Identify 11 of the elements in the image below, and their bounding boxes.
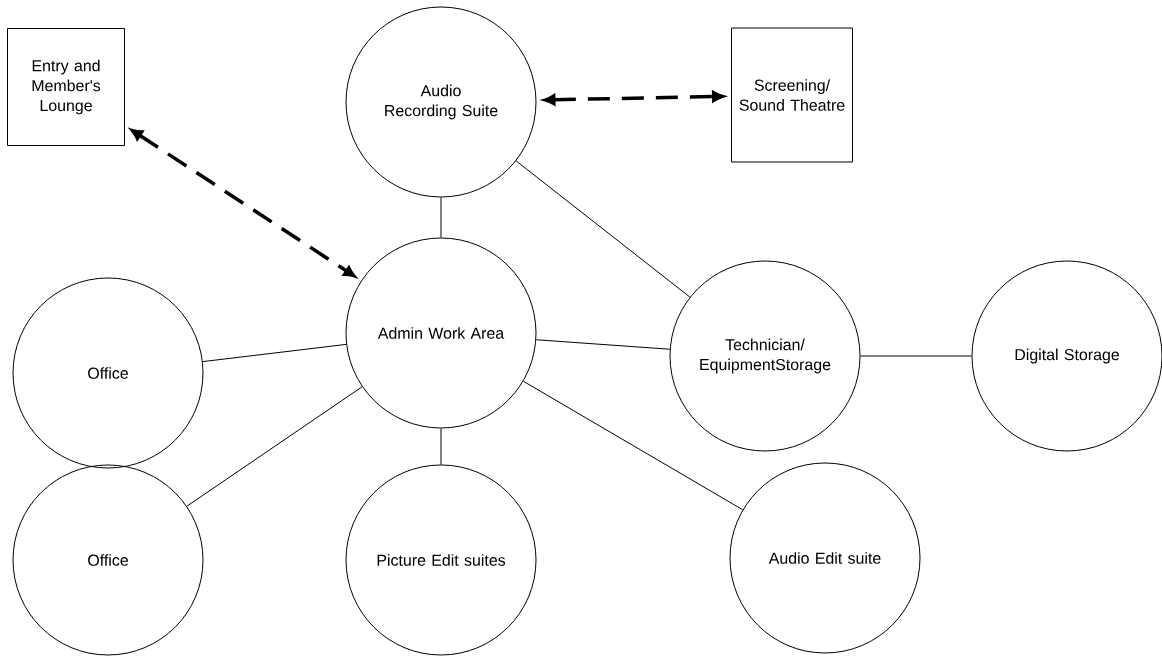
room-box: Entry and Member's Lounge: [7, 28, 125, 146]
connector-line: [186, 386, 363, 507]
connector-line: [440, 197, 442, 238]
dashed-arrow: [130, 128, 356, 278]
connector-line: [860, 355, 972, 357]
connector-line: [535, 339, 671, 350]
connector-line: [202, 343, 347, 363]
connector-line: [440, 428, 442, 465]
room-box: Screening/ Sound Theatre: [731, 27, 853, 163]
connector-line: [515, 160, 691, 298]
connector-line: [522, 380, 744, 511]
